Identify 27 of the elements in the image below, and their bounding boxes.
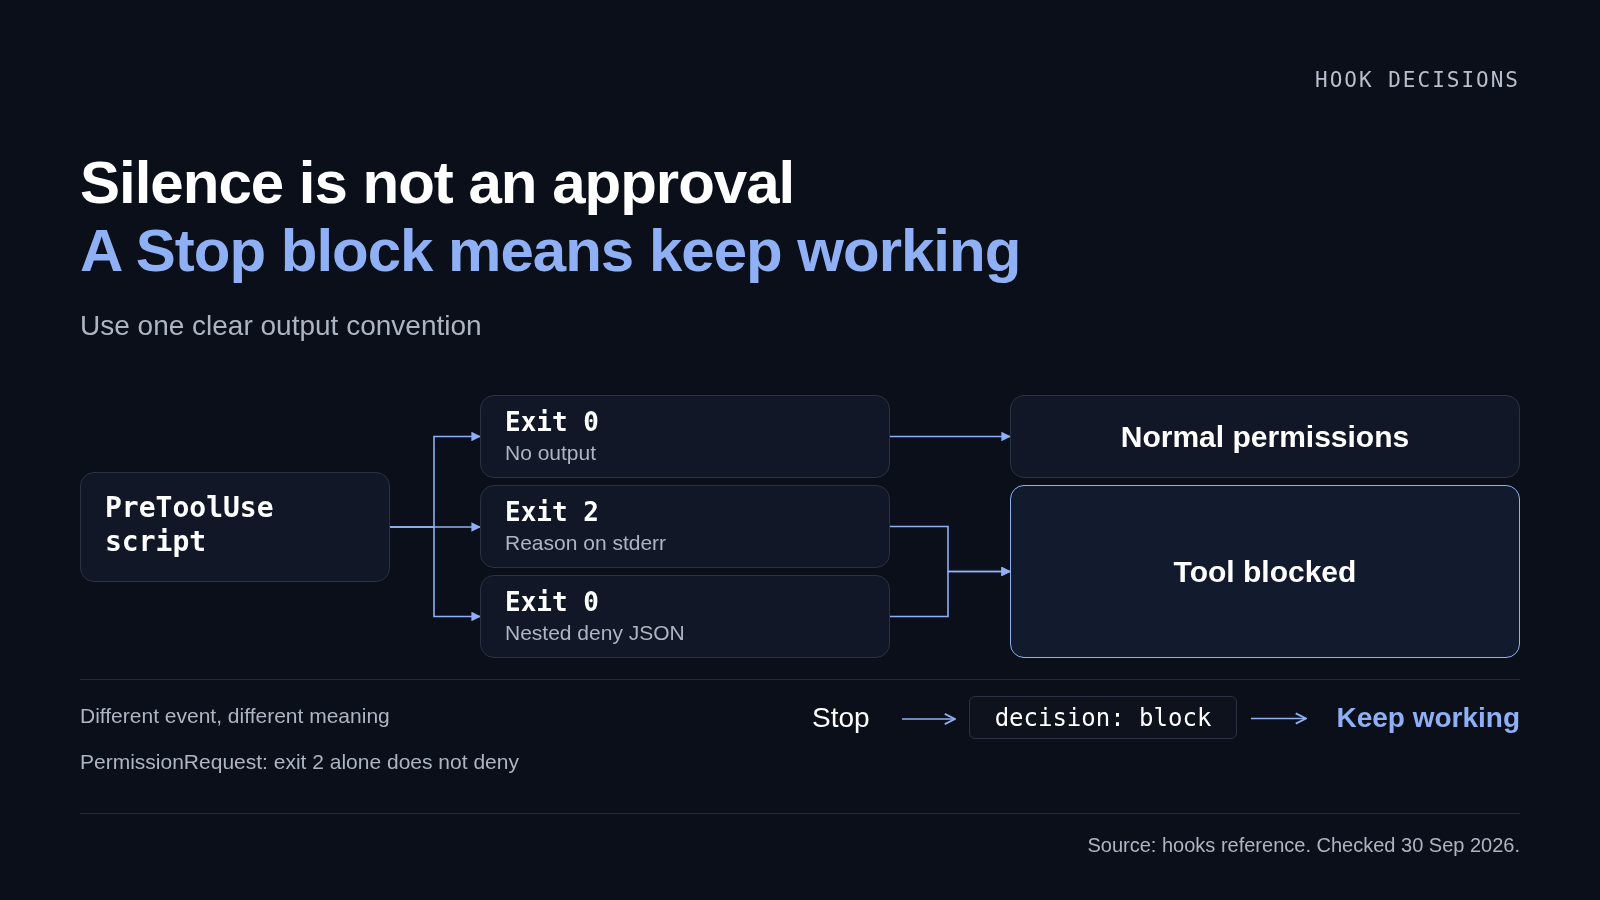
note: PermissionRequest: exit 2 alone does not deny (80, 750, 519, 774)
node-heading: Exit 2 (505, 496, 599, 529)
node-heading: Exit 0 (505, 586, 599, 619)
node-description: Reason on stderr (505, 530, 667, 556)
outcome-box (480, 485, 890, 568)
process-box: PreToolUse script (80, 472, 390, 582)
section-tag: HOOK DECISIONS (1315, 68, 1520, 92)
caption: Source: hooks reference. Checked 30 Sep 2026. (1087, 834, 1520, 857)
title: Silence is not an approval (80, 148, 795, 217)
arrow (889, 431, 1011, 442)
subtitle-heading: A Stop block means keep working (80, 216, 1021, 285)
outcome-box (480, 395, 890, 478)
code-box: decision: block (969, 696, 1237, 739)
arrow (901, 713, 956, 725)
node-description: No output (505, 440, 597, 466)
result-box: Normal permissions (1010, 395, 1520, 478)
outcome-box (480, 575, 890, 658)
subtitle: Use one clear output convention (80, 310, 482, 342)
outcome-label: Keep working (1320, 700, 1520, 736)
node-description: Nested deny JSON (505, 620, 685, 646)
result-box: Tool blocked (1010, 485, 1520, 658)
node-heading: Exit 0 (505, 406, 599, 439)
arrow (1250, 712, 1307, 725)
arrow (389, 526, 481, 622)
arrow (889, 566, 1011, 618)
note-heading: Different event, different meaning (80, 704, 390, 728)
event-label: Stop (812, 700, 888, 736)
